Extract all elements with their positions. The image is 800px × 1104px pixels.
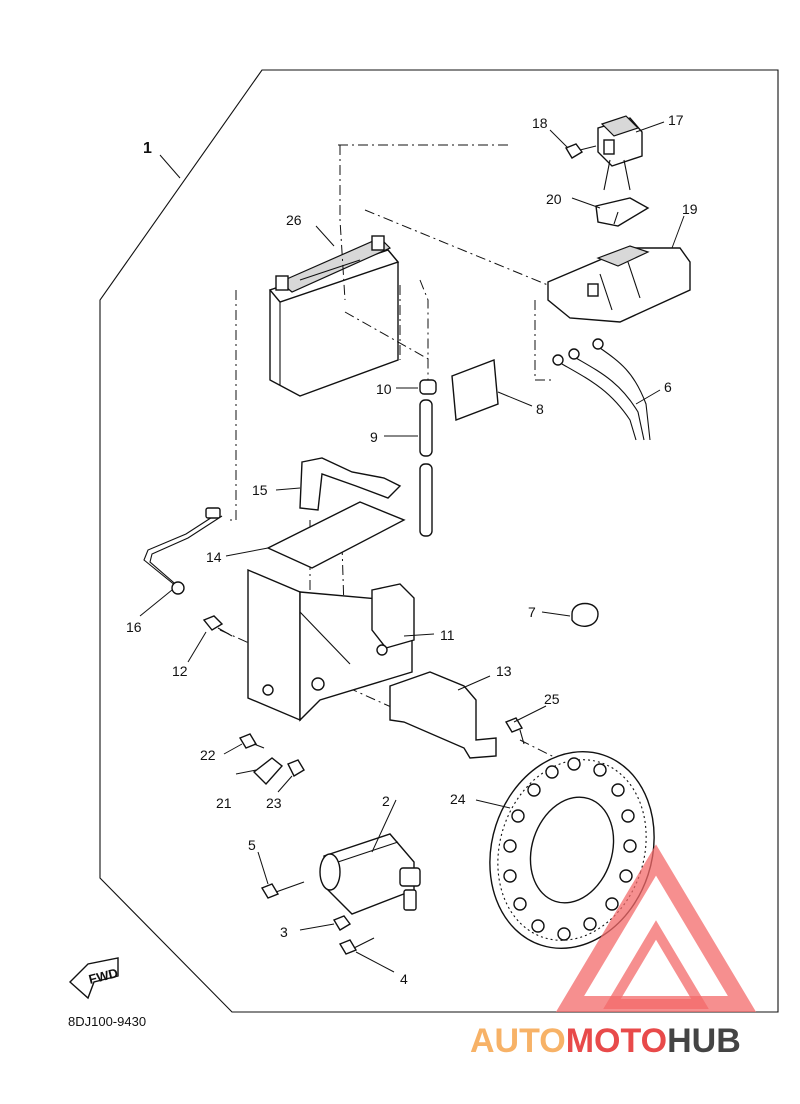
- protector-sheet: [266, 501, 406, 569]
- label-6: 6: [664, 379, 672, 395]
- label-16: 16: [126, 619, 142, 635]
- leader-lines: [139, 121, 685, 973]
- label-17: 17: [668, 112, 684, 128]
- plate: [389, 671, 497, 759]
- label-19: 19: [682, 201, 698, 217]
- bolt-22: [238, 733, 265, 749]
- assembly-label: 1: [143, 140, 152, 157]
- clamp: [571, 602, 599, 627]
- assembly-boundary: [99, 69, 779, 1013]
- label-9: 9: [370, 429, 378, 445]
- label-14: 14: [206, 549, 222, 565]
- label-22: 22: [200, 747, 216, 763]
- label-25: 25: [544, 691, 560, 707]
- fwd-arrow-icon: FWD: [68, 957, 119, 1000]
- rubber-pad: [451, 359, 499, 421]
- relay-bracket: [595, 197, 650, 227]
- label-15: 15: [252, 482, 268, 498]
- label-8: 8: [536, 401, 544, 417]
- label-4: 4: [400, 971, 408, 987]
- label-3: 3: [280, 924, 288, 940]
- battery: [268, 235, 400, 397]
- wire-harness: [552, 338, 651, 441]
- svg-text:FWD: FWD: [87, 965, 119, 987]
- label-24: 24: [450, 791, 466, 807]
- bolt-25: [504, 717, 525, 745]
- starter-motor: [319, 833, 421, 915]
- minus-lead: [143, 507, 223, 595]
- starter-relay: [597, 115, 643, 191]
- watermark-text-moto: MOTO: [566, 1022, 667, 1060]
- ring-gear: [489, 751, 655, 949]
- battery-case: [247, 568, 415, 722]
- drawing-code: 8DJ100-9430: [68, 1014, 146, 1029]
- label-18: 18: [532, 115, 548, 131]
- watermark-text: AUTOMOTOHUB: [470, 1022, 741, 1060]
- watermark-logo: [555, 844, 757, 1012]
- bolt-4: [338, 937, 375, 955]
- breather-cap: [419, 379, 437, 395]
- nut-3: [332, 915, 352, 931]
- label-10: 10: [376, 381, 392, 397]
- label-5: 5: [248, 837, 256, 853]
- label-12: 12: [172, 663, 188, 679]
- bolt-5: [260, 881, 305, 899]
- label-20: 20: [546, 191, 562, 207]
- label-11: 11: [440, 627, 455, 643]
- label-26: 26: [286, 212, 302, 228]
- breather-hose: [419, 399, 433, 537]
- relay-screw: [564, 143, 597, 159]
- relay-cover: [547, 245, 691, 323]
- label-21: 21: [216, 795, 232, 811]
- label-2: 2: [382, 793, 390, 809]
- bolt-12: [202, 615, 233, 637]
- clamp-21: [252, 757, 284, 786]
- label-23: 23: [266, 795, 282, 811]
- watermark-text-auto: AUTO: [470, 1022, 566, 1060]
- nut-23: [287, 759, 305, 777]
- battery-band: [299, 457, 402, 511]
- label-13: 13: [496, 663, 512, 679]
- label-7: 7: [528, 604, 536, 620]
- watermark-text-hub: HUB: [667, 1022, 741, 1060]
